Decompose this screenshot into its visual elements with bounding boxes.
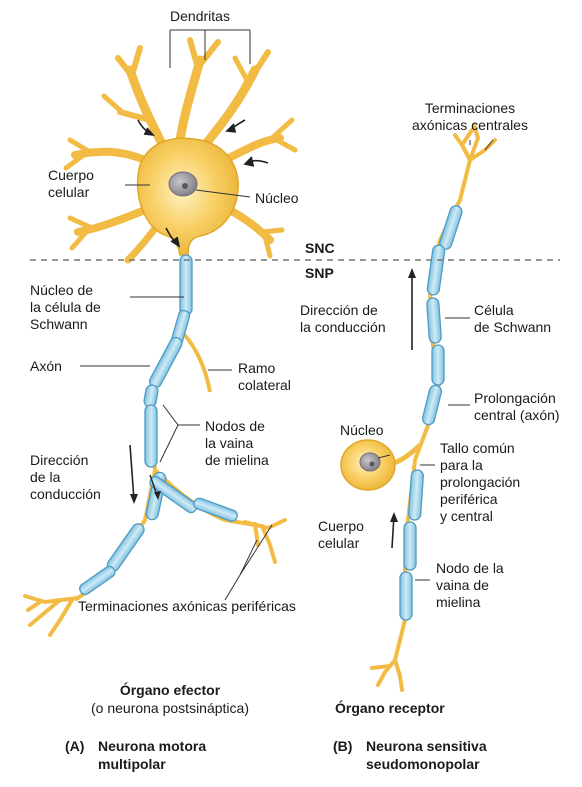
- label-celula-schwann-1: Célula: [474, 302, 514, 319]
- label-schwann-nucleus-1: Núcleo de: [30, 282, 93, 299]
- label-dendritas: Dendritas: [150, 8, 250, 25]
- label-cuerpo-celular-b-2: celular: [318, 535, 359, 552]
- label-nodos-3: de mielina: [205, 452, 269, 469]
- label-axon: Axón: [30, 358, 62, 375]
- myelin-sheath-b: [400, 204, 464, 620]
- label-tallo-comun-1: Tallo común: [440, 440, 515, 457]
- label-organo-receptor: Órgano receptor: [335, 700, 445, 717]
- label-direccion-b-2: la conducción: [300, 319, 386, 336]
- label-tallo-comun-5: y central: [440, 508, 493, 525]
- label-nucleo-a: Núcleo: [255, 190, 299, 207]
- label-nodo-vaina-2: vaina de: [436, 577, 489, 594]
- label-schwann-nucleus-2: la célula de: [30, 299, 101, 316]
- label-cuerpo-celular-a-2: celular: [48, 184, 89, 201]
- label-direccion-b-1: Dirección de: [300, 302, 378, 319]
- label-terminaciones-centrales-2: axónicas centrales: [380, 117, 560, 134]
- label-nodo-vaina-3: mielina: [436, 594, 480, 611]
- label-panel-b-title-2: seudomonopolar: [366, 756, 480, 773]
- label-panel-b-title-1: Neurona sensitiva: [366, 738, 487, 755]
- label-nodos-1: Nodos de: [205, 418, 265, 435]
- nucleus-b: [360, 453, 380, 471]
- label-panel-a-tag: (A): [65, 738, 84, 755]
- label-prolongacion-central-2: central (axón): [474, 407, 560, 424]
- label-snp: SNP: [305, 265, 334, 282]
- label-tallo-comun-3: prolongación: [440, 474, 520, 491]
- label-direccion-a-1: Dirección: [30, 452, 88, 469]
- label-prolongacion-central-1: Prolongación: [474, 390, 556, 407]
- label-celula-schwann-2: de Schwann: [474, 319, 551, 336]
- label-cuerpo-celular-b-1: Cuerpo: [318, 518, 364, 535]
- label-panel-b-tag: (B): [333, 738, 352, 755]
- label-nucleo-b: Núcleo: [340, 422, 384, 439]
- axon-collateral: [180, 330, 210, 392]
- label-organo-efector-note: (o neurona postsináptica): [70, 700, 270, 717]
- label-tallo-comun-4: periférica: [440, 491, 498, 508]
- label-nodos-2: la vaina: [205, 435, 253, 452]
- label-ramo-colateral-1: Ramo: [238, 360, 275, 377]
- label-schwann-nucleus-3: Schwann: [30, 316, 88, 333]
- label-panel-a-title-2: multipolar: [98, 756, 166, 773]
- label-organo-efector: Órgano efector: [70, 682, 270, 699]
- label-cuerpo-celular-a-1: Cuerpo: [48, 167, 94, 184]
- label-snc: SNC: [305, 240, 335, 257]
- label-terminaciones-perifericas: Terminaciones axónicas periféricas: [78, 598, 296, 615]
- label-direccion-a-2: de la: [30, 469, 60, 486]
- label-terminaciones-centrales-1: Terminaciones: [380, 100, 560, 117]
- label-panel-a-title-1: Neurona motora: [98, 738, 206, 755]
- label-tallo-comun-2: para la: [440, 457, 483, 474]
- label-nodo-vaina-1: Nodo de la: [436, 560, 504, 577]
- terminals-a: [25, 520, 285, 635]
- cell-body-a: [138, 138, 239, 255]
- label-ramo-colateral-2: colateral: [238, 377, 291, 394]
- label-direccion-a-3: conducción: [30, 486, 101, 503]
